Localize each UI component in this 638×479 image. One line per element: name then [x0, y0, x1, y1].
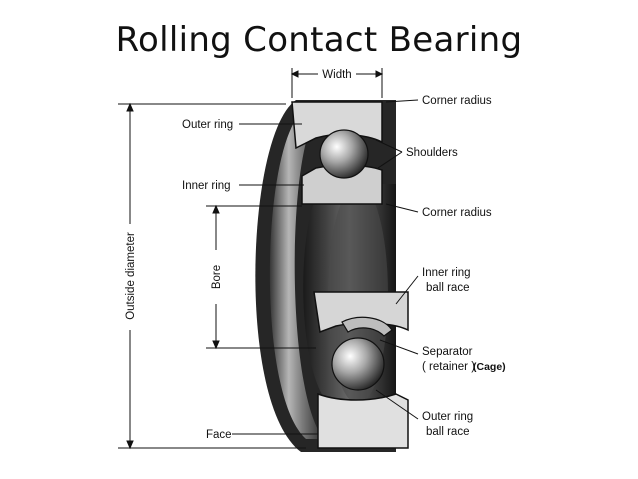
- label-bore: Bore: [211, 265, 223, 289]
- label-width: Width: [322, 69, 351, 81]
- ball-bottom: [331, 337, 385, 391]
- label-outside-diameter: Outside diameter: [125, 232, 137, 320]
- label-separator-1: Separator: [422, 346, 473, 358]
- label-cage: (Cage): [473, 361, 506, 373]
- label-separator-2: ( retainer ): [422, 361, 475, 373]
- bearing-diagram: Width Outside diameter Bore Corner radiu…: [118, 68, 506, 452]
- outer-ring-section-bottom: [317, 392, 409, 449]
- label-inner-ring-ball-race-1: Inner ring: [422, 267, 471, 279]
- label-face: Face: [206, 429, 232, 441]
- label-corner-radius-mid: Corner radius: [422, 207, 492, 219]
- label-outer-ring: Outer ring: [182, 119, 233, 131]
- label-corner-radius-top: Corner radius: [422, 95, 492, 107]
- leader-lines: [232, 99, 419, 435]
- bore-dimension: [206, 204, 316, 350]
- label-shoulders: Shoulders: [406, 147, 458, 159]
- outside-diameter-dimension: [118, 102, 306, 450]
- label-outer-ring-ball-race-1: Outer ring: [422, 411, 473, 423]
- ball-top: [319, 129, 369, 179]
- width-dimension: [290, 68, 384, 98]
- label-inner-ring: Inner ring: [182, 180, 231, 192]
- slide-title: Rolling Contact Bearing: [115, 20, 523, 60]
- label-outer-ring-ball-race-2: ball race: [426, 426, 469, 438]
- label-inner-ring-ball-race-2: ball race: [426, 282, 469, 294]
